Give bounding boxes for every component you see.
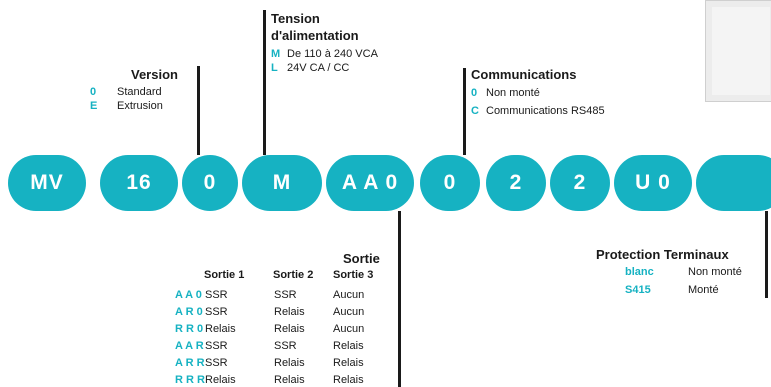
protection-title: Protection Terminaux <box>596 247 729 262</box>
sortie-connector-line <box>398 211 401 387</box>
tension-connector-line <box>263 10 266 155</box>
sortie-cell: Relais <box>333 357 364 369</box>
sortie-header: Sortie 3 <box>333 269 374 281</box>
sortie-cell: Aucun <box>333 289 365 301</box>
sortie-row-code: A R 0 <box>175 306 203 318</box>
tension-option-code: L <box>271 62 278 74</box>
sortie-cell: SSR <box>205 289 228 301</box>
code-pill-model: MV <box>8 155 86 211</box>
tension-title: Tension d'alimentation <box>271 10 359 44</box>
tension-option-row: M De 110 à 240 VCA <box>271 47 378 61</box>
code-pill-size: 16 <box>100 155 178 211</box>
protection-option-code: S415 <box>625 284 651 296</box>
tension-title-line: Tension <box>271 11 320 26</box>
version-title: Version <box>131 67 178 82</box>
code-pill-tension: M <box>242 155 322 211</box>
code-pill-option-c: U 0 <box>614 155 692 211</box>
sortie-row-code: R R 0 <box>175 323 204 335</box>
sortie-cell: Aucun <box>333 323 365 335</box>
communications-connector-line <box>463 68 466 155</box>
sortie-header: Sortie 1 <box>204 269 245 281</box>
sortie-row-code: A R R <box>175 357 205 369</box>
communications-option-row: C Communications RS485 <box>471 104 605 118</box>
protection-connector-line <box>765 211 768 298</box>
tension-option-label: 24V CA / CC <box>287 62 350 74</box>
tension-title-line: d'alimentation <box>271 28 359 43</box>
sortie-row-code: A A R <box>175 340 204 352</box>
sortie-cell: Relais <box>333 374 364 386</box>
version-connector-line <box>197 66 200 155</box>
sortie-cell: Relais <box>274 374 305 386</box>
sortie-cell: SSR <box>274 340 297 352</box>
tension-option-row: L 24V CA / CC <box>271 61 349 75</box>
sortie-row-code: A A 0 <box>175 289 202 301</box>
protection-option-label: Monté <box>688 284 719 296</box>
sortie-cell: SSR <box>205 340 228 352</box>
corner-panel <box>705 0 771 102</box>
sortie-row-code: R R R <box>175 374 205 386</box>
sortie-cell: Relais <box>274 357 305 369</box>
protection-option-label: Non monté <box>688 266 742 278</box>
code-pill-option-a: 2 <box>486 155 546 211</box>
code-pill-option-b: 2 <box>550 155 610 211</box>
code-pill-version: 0 <box>182 155 238 211</box>
version-option-code: E <box>90 100 98 112</box>
sortie-cell: Relais <box>274 323 305 335</box>
sortie-cell: Relais <box>205 374 236 386</box>
communications-title: Communications <box>471 67 577 82</box>
sortie-cell: Relais <box>274 306 305 318</box>
communications-option-label: Communications RS485 <box>486 105 605 117</box>
code-pill-communications: 0 <box>420 155 480 211</box>
sortie-header: Sortie 2 <box>273 269 314 281</box>
sortie-cell: SSR <box>205 306 228 318</box>
version-option-label: Standard <box>117 86 162 98</box>
communications-option-label: Non monté <box>486 87 540 99</box>
version-option-row: E Extrusion <box>90 99 163 113</box>
sortie-cell: Relais <box>205 323 236 335</box>
protection-option-code: blanc <box>625 266 654 278</box>
communications-option-row: 0 Non monté <box>471 86 540 100</box>
sortie-cell: Relais <box>333 340 364 352</box>
sortie-title: Sortie <box>343 251 380 266</box>
code-pill-sortie: A A 0 <box>326 155 414 211</box>
tension-option-code: M <box>271 48 281 60</box>
code-pill-protection <box>696 155 771 211</box>
sortie-cell: SSR <box>274 289 297 301</box>
tension-option-label: De 110 à 240 VCA <box>287 48 378 60</box>
communications-option-code: C <box>471 105 479 117</box>
sortie-cell: Aucun <box>333 306 365 318</box>
version-option-code: 0 <box>90 86 97 98</box>
version-option-label: Extrusion <box>117 100 163 112</box>
version-option-row: 0 Standard <box>90 85 162 99</box>
communications-option-code: 0 <box>471 87 478 99</box>
sortie-cell: SSR <box>205 357 228 369</box>
